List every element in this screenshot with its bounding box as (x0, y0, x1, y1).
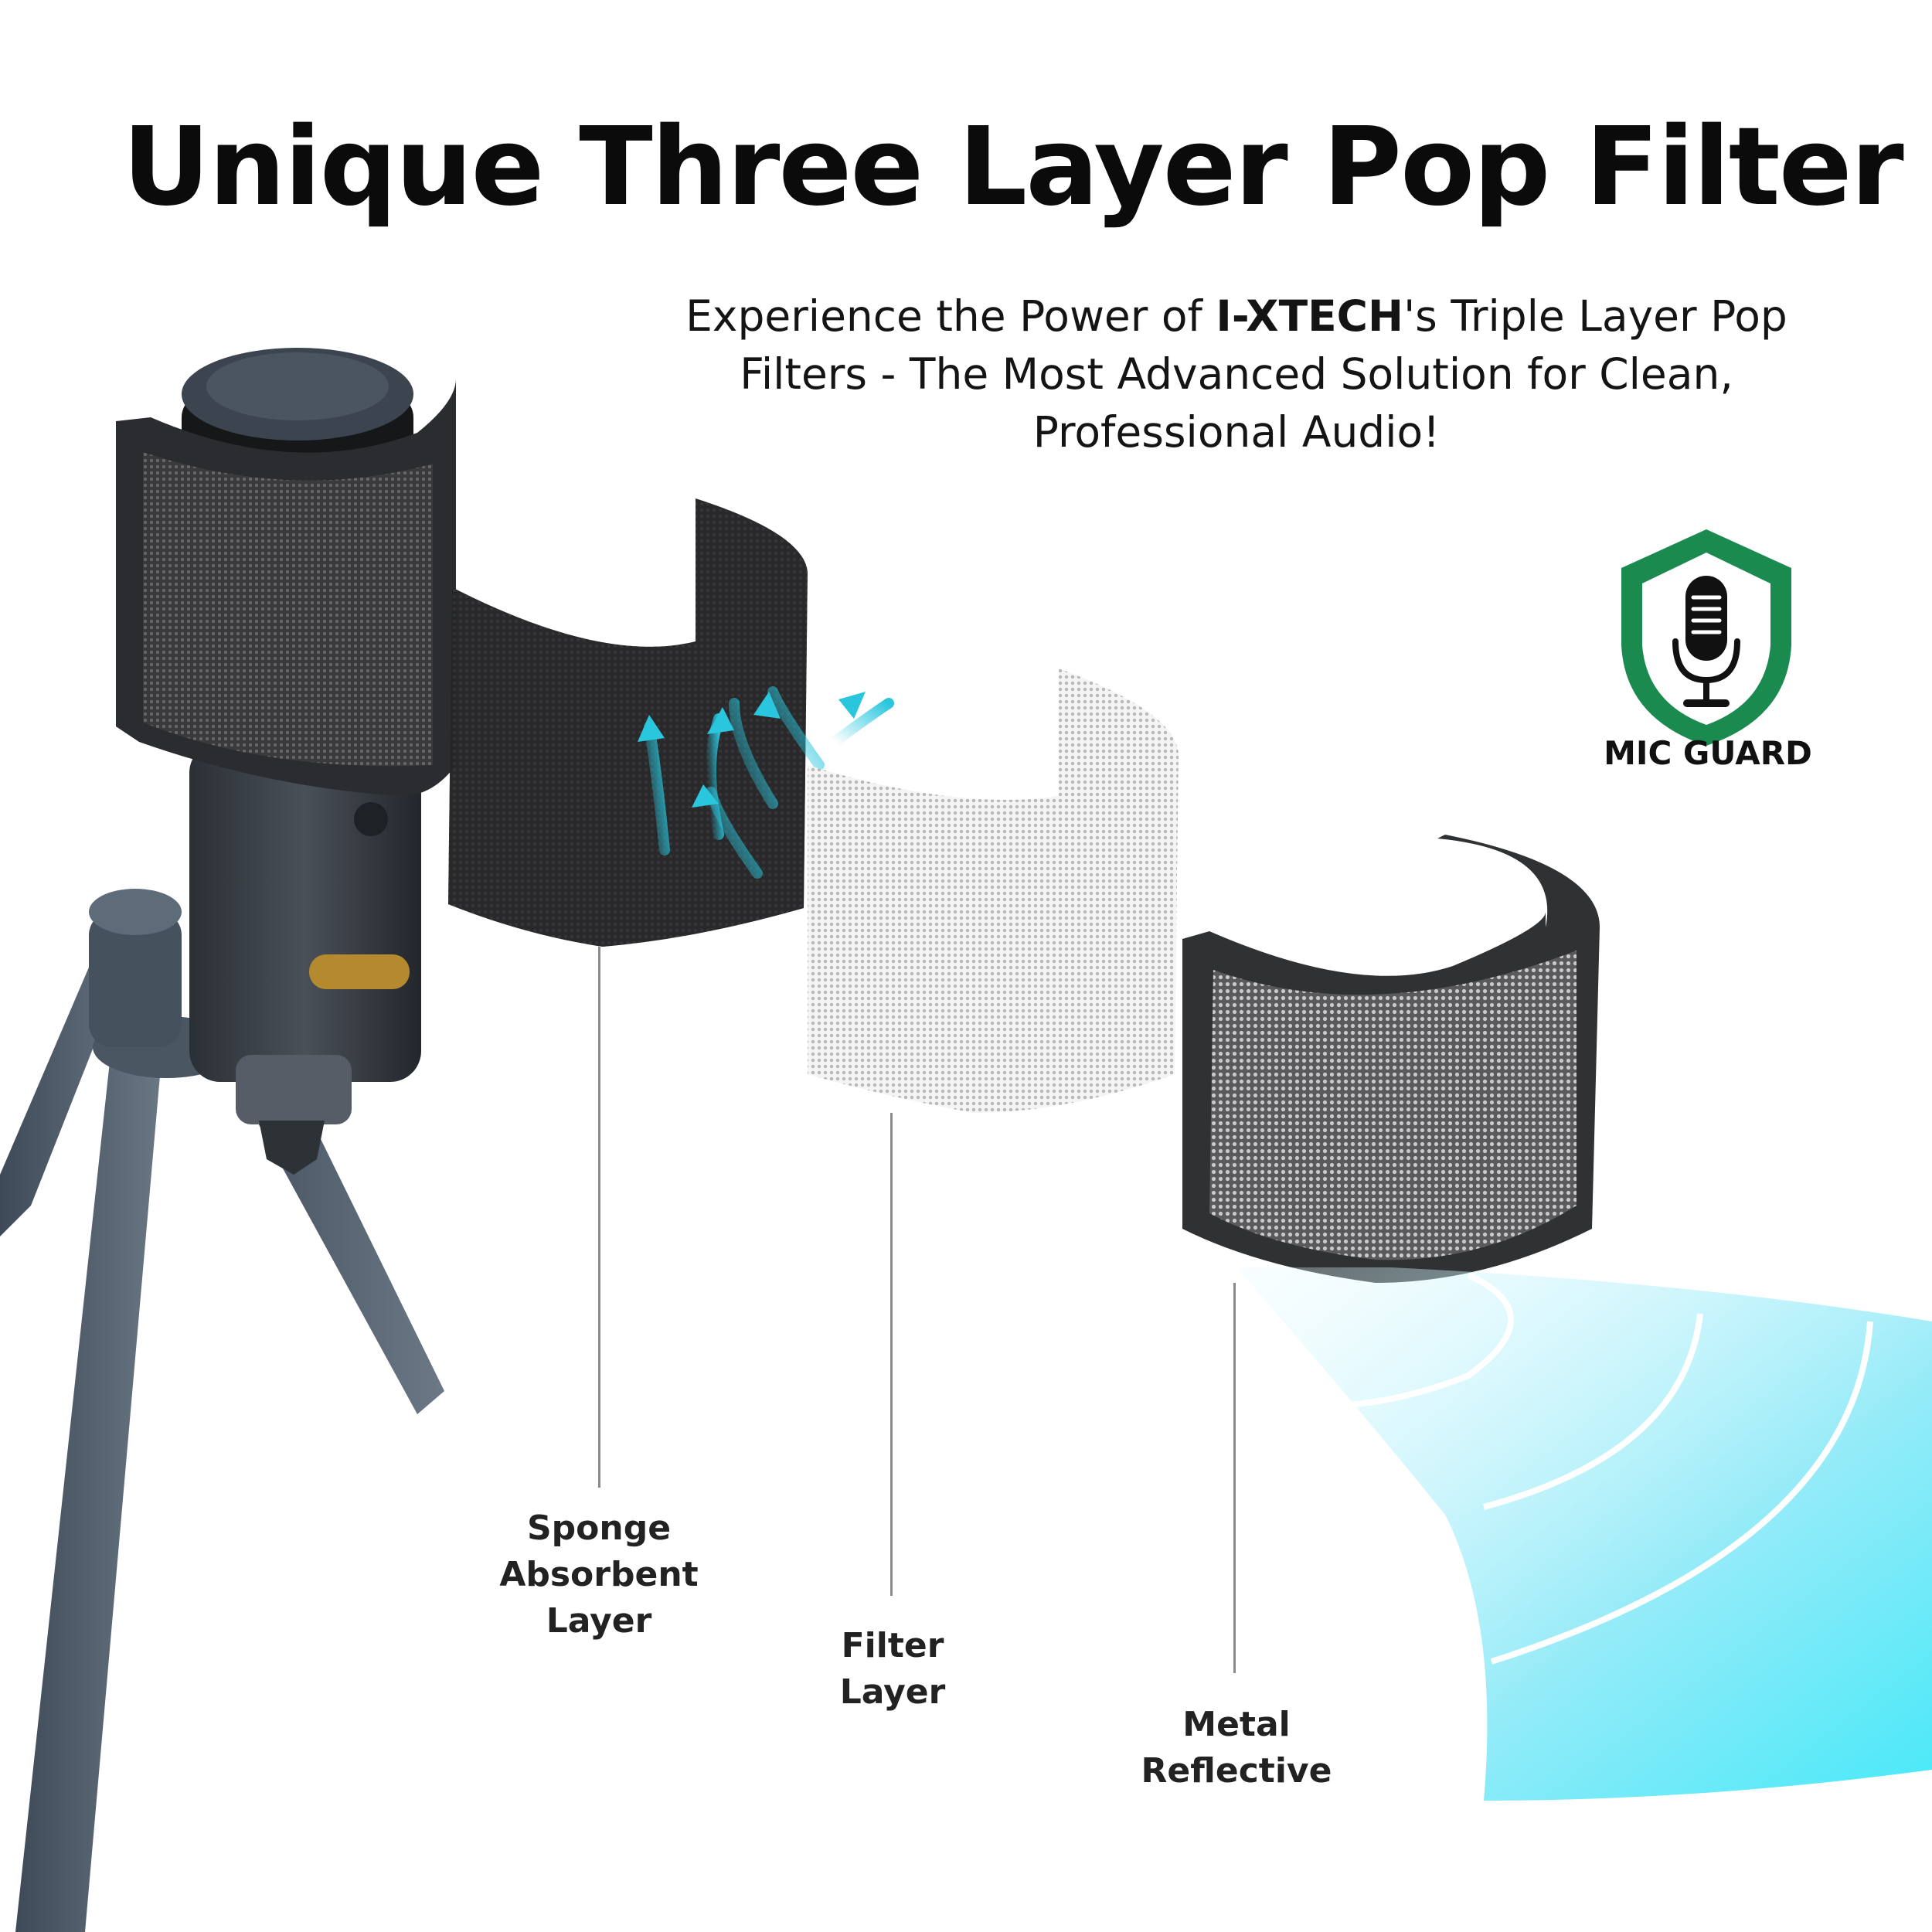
filter-layer (808, 668, 1179, 1113)
sponge-leader-line (598, 947, 600, 1488)
metal-reflective-layer (1182, 835, 1600, 1283)
filter-layer-label: Filter Layer (839, 1626, 946, 1712)
sponge-layer-label: Sponge Absorbent Layer (499, 1509, 699, 1641)
arrow-heads (638, 692, 866, 808)
soundwave-icon (1236, 1267, 1932, 1801)
subtitle-prefix: Experience the Power of (685, 291, 1216, 341)
metal-reflective-label: Metal Reflective (1141, 1705, 1332, 1791)
subtitle-suffix: 's Triple Layer Pop Filters - The Most A… (740, 291, 1787, 457)
subtitle: Experience the Power of I-XTECH's Triple… (665, 287, 1808, 461)
mounted-pop-filter (116, 379, 456, 796)
sponge-layer (448, 498, 808, 947)
metal-leader-line (1233, 1283, 1236, 1673)
shield-microphone-icon (1621, 529, 1791, 746)
filter-leader-line (890, 1113, 893, 1596)
airflow-arrows-icon (644, 686, 894, 879)
brand-name: I-XTECH (1216, 291, 1404, 341)
page-title: Unique Three Layer Pop Filter (122, 104, 1903, 230)
mic-guard-label: MIC GUARD (1604, 734, 1812, 772)
